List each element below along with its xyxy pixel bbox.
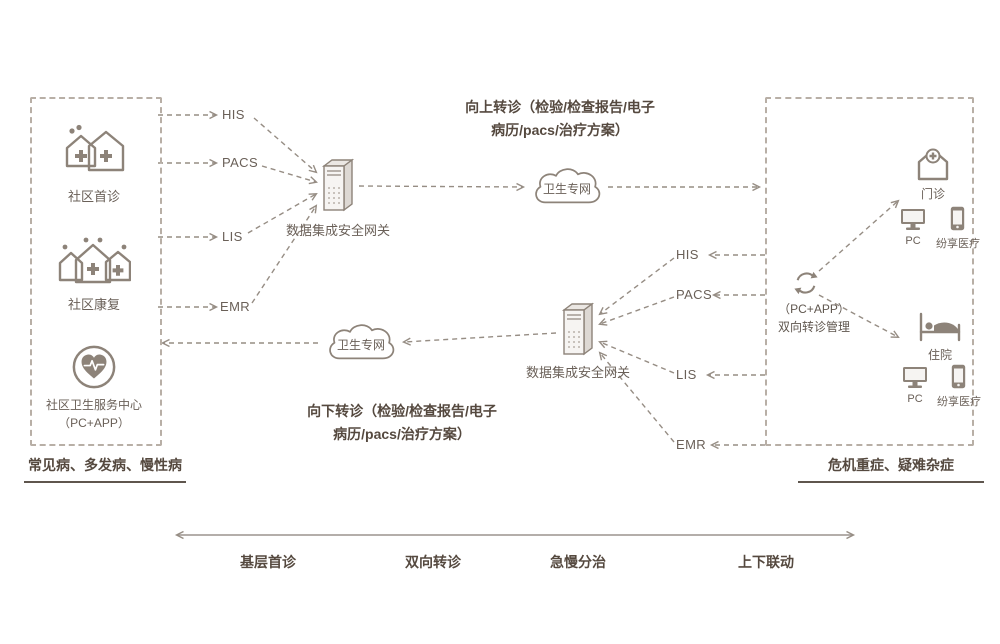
axis-label-bidirectional-referral: 双向转诊 xyxy=(405,554,461,570)
gateway-server-icon-top xyxy=(320,158,356,214)
phone-icon-inpatient xyxy=(951,364,966,389)
flow-up-line2: 病历/pacs/治疗方案） xyxy=(491,122,629,138)
system-label-emr-right: EMR xyxy=(676,437,707,452)
app-label-outpatient: 纷享医疗 xyxy=(936,238,980,250)
outpatient-label: 门诊 xyxy=(920,187,945,201)
hospital-panel xyxy=(765,97,974,446)
pc-icon-outpatient xyxy=(900,208,926,231)
community-first-visit-label: 社区首诊 xyxy=(67,189,120,204)
health-network-cloud-bottom: 卫生专网 xyxy=(322,319,400,367)
axis-label-vertical-linkage: 上下联动 xyxy=(738,554,794,570)
referral-mgmt-line2: 双向转诊管理 xyxy=(777,320,850,334)
bidirectional-sync-icon xyxy=(793,270,819,296)
community-panel xyxy=(30,97,162,446)
axis-label-acute-chronic: 急慢分治 xyxy=(550,554,606,570)
community-rehab-label: 社区康复 xyxy=(67,297,120,312)
gateway-label-bottom: 数据集成安全网关 xyxy=(525,365,630,380)
flow-down-line1: 向下转诊（检验/检查报告/电子 xyxy=(307,403,497,419)
system-label-pacs-left: PACS xyxy=(222,155,259,170)
community-first-visit-icon xyxy=(59,124,129,176)
health-network-cloud-top: 卫生专网 xyxy=(528,163,606,211)
pc-icon-inpatient xyxy=(902,366,928,389)
health-center-heart-icon xyxy=(71,344,117,390)
pc-label-outpatient: PC xyxy=(905,235,921,247)
pc-label-inpatient: PC xyxy=(907,393,923,405)
cloud-label-top: 卫生专网 xyxy=(542,182,591,196)
inpatient-bed-icon xyxy=(918,312,962,342)
health-center-sub-label: （PC+APP） xyxy=(58,416,130,430)
system-label-lis-right: LIS xyxy=(676,367,697,382)
cloud-label-bottom: 卫生专网 xyxy=(336,338,385,352)
flow-up-line1: 向上转诊（检验/检查报告/电子 xyxy=(465,99,655,115)
gateway-label-top: 数据集成安全网关 xyxy=(285,223,390,238)
phone-icon-outpatient xyxy=(950,206,965,231)
system-label-his-right: HIS xyxy=(676,247,699,262)
system-label-lis-left: LIS xyxy=(222,229,243,244)
system-label-emr-left: EMR xyxy=(220,299,251,314)
system-label-pacs-right: PACS xyxy=(676,287,713,302)
system-label-his-left: HIS xyxy=(222,107,245,122)
flow-down-line2: 病历/pacs/治疗方案） xyxy=(333,426,471,442)
right-caption: 危机重症、疑难杂症 xyxy=(798,455,984,483)
axis-label-primary-first-visit: 基层首诊 xyxy=(240,554,296,570)
gateway-server-icon-bottom xyxy=(560,302,596,358)
inpatient-label: 住院 xyxy=(927,348,952,362)
referral-mgmt-line1: （PC+APP） xyxy=(778,302,850,316)
health-center-label: 社区卫生服务中心 xyxy=(45,398,142,412)
community-rehab-icon xyxy=(57,236,132,288)
outpatient-clinic-icon xyxy=(914,145,952,183)
app-label-inpatient: 纷享医疗 xyxy=(937,396,981,408)
left-caption: 常见病、多发病、慢性病 xyxy=(24,455,186,483)
